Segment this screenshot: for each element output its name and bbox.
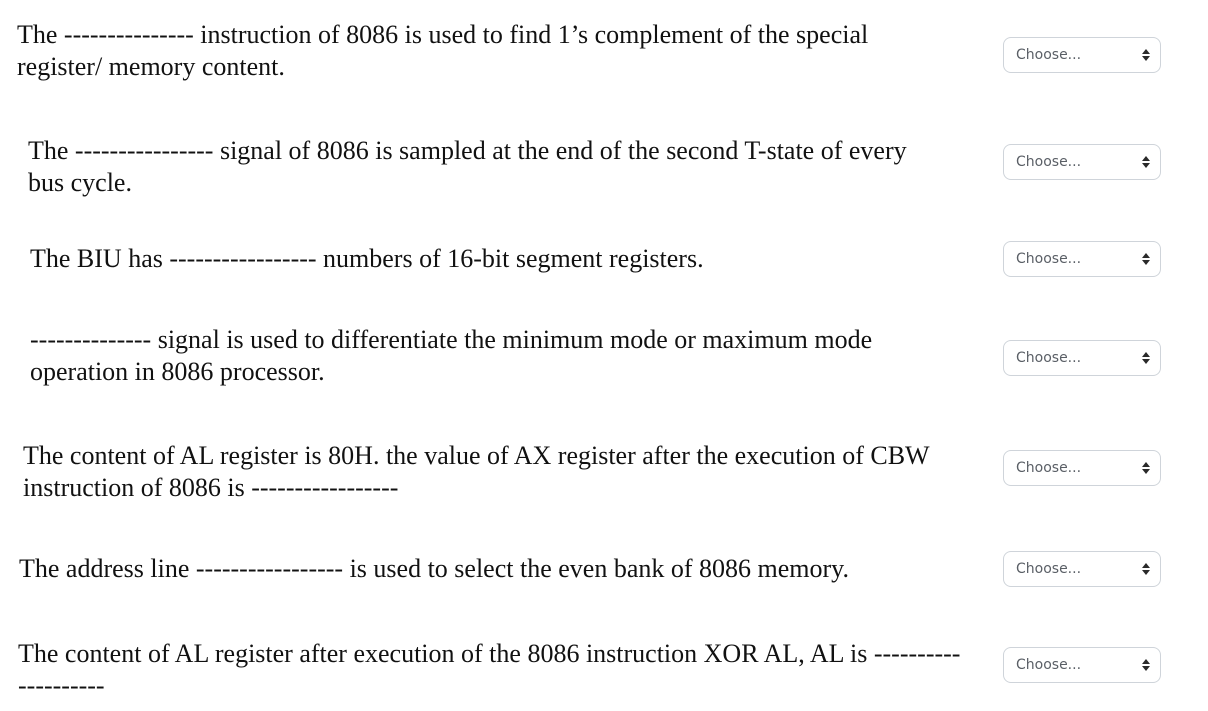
up-down-chevron-icon [1142, 253, 1150, 265]
up-down-chevron-icon [1142, 49, 1150, 61]
answer-select-7-value: Choose... [1016, 657, 1082, 673]
answer-select-7[interactable]: Choose... [1003, 647, 1161, 683]
up-down-chevron-icon [1142, 352, 1150, 364]
answer-select-5-value: Choose... [1016, 460, 1082, 476]
answer-select-3[interactable]: Choose... [1003, 241, 1161, 277]
question-text-4: -------------- signal is used to differe… [30, 325, 873, 386]
answer-select-4-value: Choose... [1016, 350, 1082, 366]
answer-select-6[interactable]: Choose... [1003, 551, 1161, 587]
answer-select-1[interactable]: Choose... [1003, 37, 1161, 73]
answer-select-2-value: Choose... [1016, 154, 1082, 170]
question-text-2: The ---------------- signal of 8086 is s… [28, 136, 907, 197]
answer-select-1-value: Choose... [1016, 47, 1082, 63]
answer-select-6-value: Choose... [1016, 561, 1082, 577]
question-text-3: The BIU has ----------------- numbers of… [30, 244, 704, 273]
answer-select-3-value: Choose... [1016, 251, 1082, 267]
answer-select-5[interactable]: Choose... [1003, 450, 1161, 486]
up-down-chevron-icon [1142, 156, 1150, 168]
up-down-chevron-icon [1142, 462, 1150, 474]
up-down-chevron-icon [1142, 563, 1150, 575]
up-down-chevron-icon [1142, 659, 1150, 671]
answer-select-2[interactable]: Choose... [1003, 144, 1161, 180]
answer-select-4[interactable]: Choose... [1003, 340, 1161, 376]
question-text-6: The address line ----------------- is us… [19, 554, 849, 583]
question-text-7: The content of AL register after executi… [18, 639, 961, 700]
question-text-5: The content of AL register is 80H. the v… [23, 441, 930, 502]
question-text-1: The --------------- instruction of 8086 … [17, 20, 869, 81]
